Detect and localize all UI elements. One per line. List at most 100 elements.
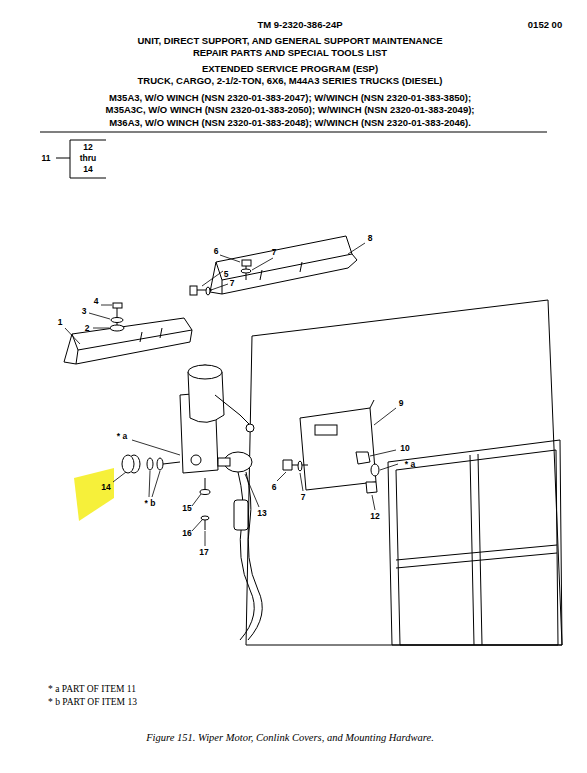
callout-number: 3 bbox=[82, 307, 87, 316]
group-bracket bbox=[56, 158, 70, 159]
screw-and-washers bbox=[206, 287, 210, 295]
windshield-panel bbox=[396, 545, 557, 560]
callout-number: 14 bbox=[83, 165, 92, 174]
callout-number: 11 bbox=[42, 154, 51, 163]
callout-number: 7 bbox=[230, 279, 235, 288]
wiper-motor bbox=[246, 424, 254, 432]
leader-lines bbox=[89, 313, 110, 319]
leader-lines bbox=[113, 472, 126, 482]
callout-number: 12 bbox=[83, 143, 92, 152]
leader-lines bbox=[372, 495, 375, 510]
wiper-motor bbox=[240, 415, 250, 425]
leader-lines bbox=[152, 471, 160, 497]
callout-number: 10 bbox=[400, 444, 409, 453]
document-number: TM 9-2320-386-24P bbox=[257, 20, 342, 30]
bracket-text: thru bbox=[80, 154, 97, 163]
figure-caption: Figure 151. Wiper Motor, Conlink Covers,… bbox=[146, 732, 434, 743]
note-text: * a PART OF ITEM 11 bbox=[48, 685, 136, 695]
group-bracket bbox=[70, 178, 106, 179]
conlink-cover-8 bbox=[222, 280, 223, 294]
callout-number: 5 bbox=[224, 270, 229, 279]
leader-lines bbox=[211, 284, 228, 290]
conlink-cover-8 bbox=[260, 262, 302, 280]
leader-lines bbox=[348, 243, 365, 254]
callout-number: 1 bbox=[58, 318, 63, 327]
conlink-cover-1 bbox=[64, 318, 192, 364]
screw-and-washers bbox=[241, 269, 251, 273]
windshield-panel bbox=[396, 450, 558, 645]
leader-lines bbox=[202, 271, 223, 286]
header-line: M35A3C, W/O WINCH (NSN 2320-01-383-2050)… bbox=[105, 105, 474, 115]
wiper-motor bbox=[188, 365, 222, 379]
mounting-plate-9 bbox=[356, 452, 370, 464]
leader-lines bbox=[374, 408, 396, 425]
highlight bbox=[74, 468, 114, 521]
conlink-cover-8 bbox=[210, 236, 357, 294]
windshield-panel bbox=[246, 300, 562, 645]
wiper-motor bbox=[215, 395, 240, 415]
wiper-motor bbox=[191, 455, 201, 465]
small-screw-and-washer bbox=[200, 490, 210, 495]
group-bracket bbox=[70, 140, 106, 141]
small-screw-and-washer bbox=[200, 478, 210, 530]
note-reference: * a bbox=[405, 460, 415, 469]
leader-lines bbox=[101, 305, 112, 306]
knob-and-washers bbox=[157, 458, 163, 470]
wiper-motor bbox=[180, 365, 254, 473]
conlink-cover-1 bbox=[76, 350, 78, 364]
windshield-panel bbox=[396, 553, 557, 568]
header-line: UNIT, DIRECT SUPPORT, AND GENERAL SUPPOR… bbox=[137, 36, 442, 46]
gearbox-and-harness bbox=[218, 452, 262, 640]
conlink-cover-1 bbox=[64, 318, 192, 364]
gearbox-and-harness bbox=[246, 472, 262, 640]
leader-lines bbox=[192, 494, 201, 506]
gearbox-and-harness bbox=[238, 472, 254, 640]
note-reference: * b bbox=[145, 499, 156, 508]
windshield-panel bbox=[478, 454, 482, 645]
callout-number: 13 bbox=[257, 509, 266, 518]
leader-lines bbox=[205, 531, 206, 546]
header-line: M36A3, W/O WINCH (NSN 2320-01-383-2048);… bbox=[109, 118, 471, 128]
mounting-plate-9 bbox=[298, 461, 302, 471]
windshield-panel bbox=[470, 455, 474, 645]
leader-lines bbox=[220, 255, 240, 262]
gearbox-and-harness bbox=[234, 500, 248, 530]
callout-number: 2 bbox=[85, 324, 90, 333]
group-bracket bbox=[70, 140, 71, 178]
callout-number: 6 bbox=[272, 483, 277, 492]
leader-lines bbox=[245, 474, 259, 507]
knob-and-washers bbox=[122, 455, 180, 473]
knob-and-washers bbox=[122, 455, 134, 473]
header-line: TRUCK, CARGO, 2-1/2-TON, 6X6, M44A3 SERI… bbox=[138, 76, 443, 86]
screw-and-washers bbox=[242, 260, 251, 266]
leader-lines bbox=[192, 520, 202, 531]
leader-lines bbox=[93, 328, 109, 329]
callout-number: 15 bbox=[182, 504, 191, 513]
header-line: EXTENDED SERVICE PROGRAM (ESP) bbox=[202, 64, 378, 74]
callout-number: 12 bbox=[370, 512, 379, 521]
callout-number: 9 bbox=[399, 399, 404, 408]
conlink-cover-1 bbox=[140, 328, 162, 342]
mounting-plate-9 bbox=[283, 400, 379, 493]
small-screw-and-washer bbox=[205, 478, 206, 490]
small-screw-and-washer bbox=[205, 520, 206, 530]
group-bracket bbox=[56, 140, 106, 178]
conlink-cover-8 bbox=[216, 254, 352, 280]
windshield-panel bbox=[246, 300, 562, 645]
screw-and-washers bbox=[190, 286, 197, 295]
conlink-cover-1 bbox=[72, 330, 192, 350]
mounting-plate-9 bbox=[370, 400, 374, 408]
knob-and-washers bbox=[163, 462, 180, 464]
wiper-motor bbox=[188, 365, 224, 422]
callout-number: 7 bbox=[272, 248, 277, 257]
gearbox-and-harness bbox=[218, 458, 230, 466]
callout-number: 6 bbox=[214, 247, 219, 256]
callout-number: 14 bbox=[101, 483, 110, 492]
callout-number: 4 bbox=[94, 297, 99, 306]
header-line: M35A3, W/O WINCH (NSN 2320-01-383-2047);… bbox=[109, 93, 471, 103]
leader-lines bbox=[65, 243, 398, 546]
header-rule bbox=[40, 131, 547, 132]
screw-and-washers bbox=[110, 325, 124, 331]
windshield-panel bbox=[388, 440, 562, 645]
